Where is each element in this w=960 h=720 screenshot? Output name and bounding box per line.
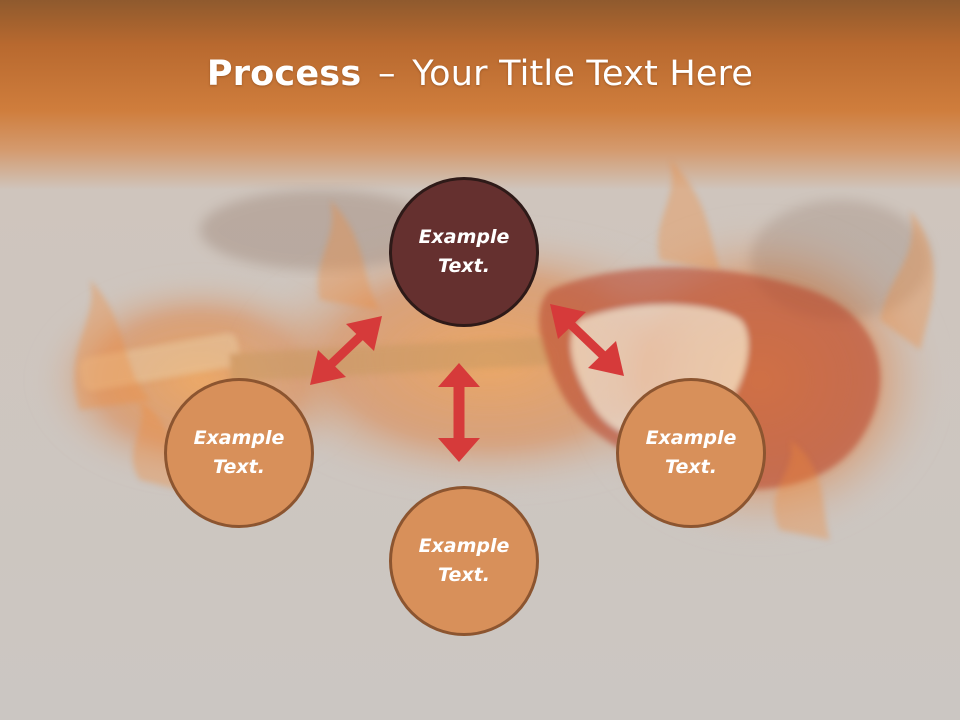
node-right-label: Example Text. <box>645 427 737 478</box>
process-node-left[interactable]: Example Text. <box>164 378 314 528</box>
process-node-bottom[interactable]: Example Text. <box>389 486 539 636</box>
process-node-top[interactable]: Example Text. <box>389 177 539 327</box>
node-top-label: Example Text. <box>418 226 510 277</box>
title-dash: – <box>377 54 396 94</box>
slide-title[interactable]: Process – Your Title Text Here <box>0 52 960 96</box>
arrow-top-right[interactable] <box>550 304 624 376</box>
title-text: Your Title Text Here <box>412 54 754 94</box>
arrow-center-vertical[interactable] <box>438 363 480 462</box>
process-node-right[interactable]: Example Text. <box>616 378 766 528</box>
node-bottom-label: Example Text. <box>418 535 510 586</box>
node-left-label: Example Text. <box>193 427 285 478</box>
arrow-top-left[interactable] <box>310 316 382 385</box>
title-bold-part: Process <box>206 54 362 94</box>
